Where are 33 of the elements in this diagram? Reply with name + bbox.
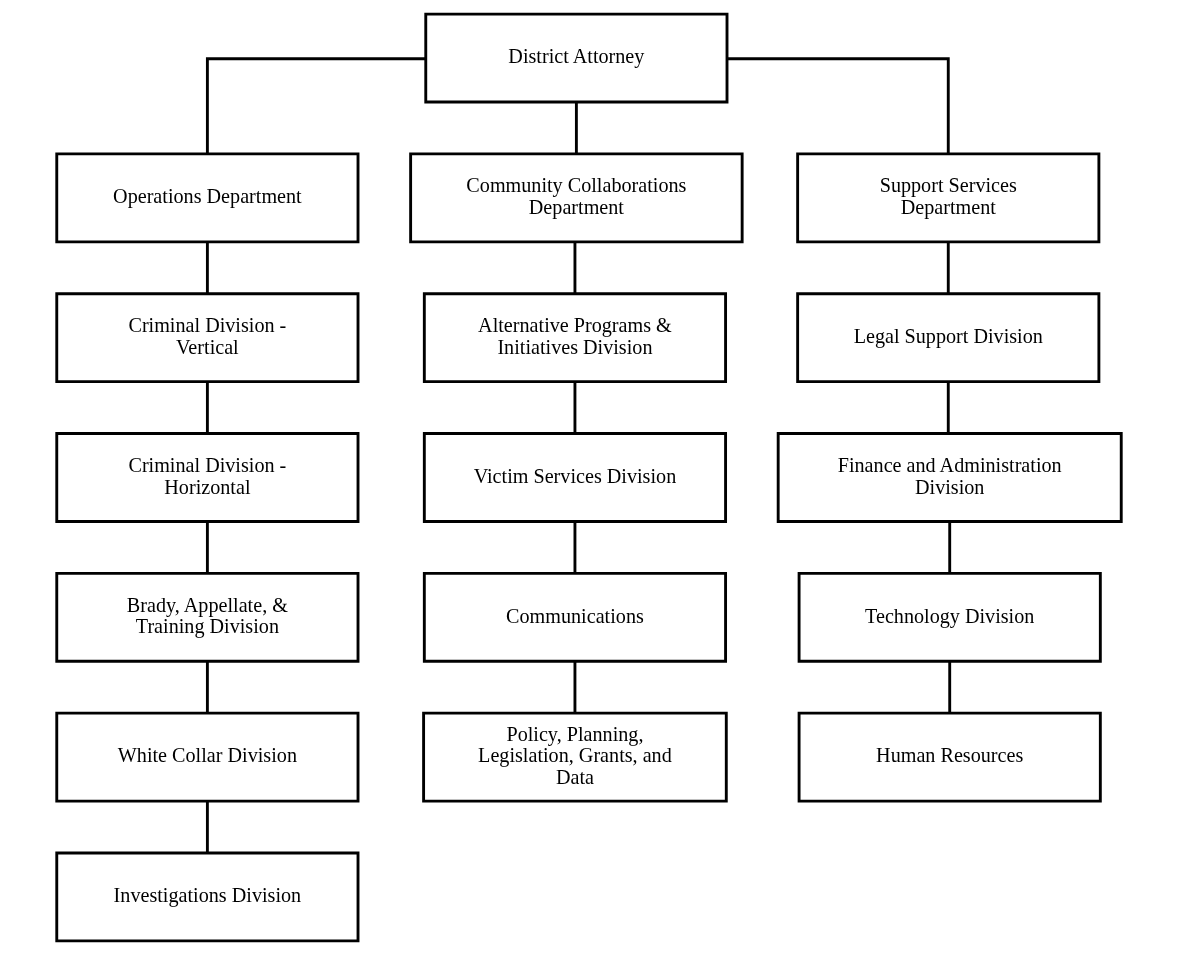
node-box: District Attorney xyxy=(424,12,729,104)
connector xyxy=(573,661,577,713)
connector xyxy=(205,661,209,713)
node-box: Legal Support Division xyxy=(796,292,1101,384)
connector xyxy=(574,102,578,154)
connector xyxy=(948,661,952,713)
connector xyxy=(573,381,577,434)
node-box: Support Services Department xyxy=(796,152,1101,244)
node-box: Brady, Appellate, & Training Division xyxy=(55,571,360,663)
connector xyxy=(205,57,426,154)
node-box: Technology Division xyxy=(797,571,1102,663)
connector xyxy=(205,242,209,294)
node-box: White Collar Division xyxy=(55,711,360,803)
node-box: Criminal Division - Horizontal xyxy=(55,432,360,523)
node-box: Policy, Planning, Legislation, Grants, and Data xyxy=(422,711,728,803)
node-box: Victim Services Division xyxy=(422,432,727,523)
connector xyxy=(205,521,209,573)
node-box: Criminal Division - Vertical xyxy=(55,292,360,384)
node-box: Human Resources xyxy=(797,711,1102,803)
connector xyxy=(948,521,952,573)
node-box: Communications xyxy=(422,571,727,663)
connector xyxy=(573,521,577,573)
connector xyxy=(946,242,950,294)
connector xyxy=(573,242,577,294)
node-box: Investigations Division xyxy=(55,851,360,943)
connector xyxy=(205,801,209,853)
node-box: Finance and Administration Division xyxy=(776,432,1123,523)
node-box: Operations Department xyxy=(55,152,360,244)
connector xyxy=(205,381,209,434)
node-box: Community Collaborations Department xyxy=(409,152,744,244)
connector xyxy=(946,381,950,434)
connector xyxy=(727,57,950,154)
node-box: Alternative Programs & Initiatives Division xyxy=(422,292,727,384)
